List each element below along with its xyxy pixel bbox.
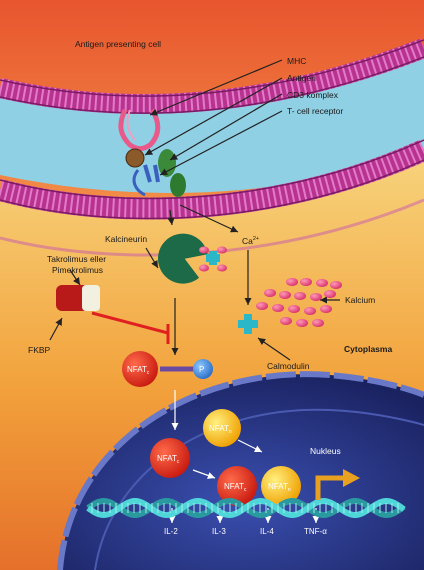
nfat-c-label-3: NFATc [224, 482, 247, 493]
pimekrolimus-label: Pimekrolimus [52, 265, 103, 275]
nfat-phosphorylated [122, 351, 213, 387]
nfat-n-label-1: NFATn [209, 424, 232, 435]
mhc-label: MHC [287, 56, 306, 66]
calcium-ion [330, 281, 342, 289]
calcium-ion [288, 305, 300, 313]
kalcineurin-shape [157, 233, 208, 284]
apc-label: Antigen presenting cell [75, 39, 161, 49]
calcium-ion [256, 302, 268, 310]
nfat-n-label-2: NFATn [268, 482, 291, 493]
takrolimus-label: Takrolimus eller [47, 254, 106, 264]
nfat-c-label-2: NFATc [157, 454, 180, 465]
calcium-ion [310, 293, 322, 301]
calcium-ion [304, 307, 316, 315]
phosphate-label: P [199, 365, 204, 374]
cytoplasma-label: Cytoplasma [344, 344, 392, 354]
calcium-ion [279, 291, 291, 299]
calcium-ion [294, 292, 306, 300]
cd3-label: CD3 komplex [287, 90, 339, 100]
fkbp-label: FKBP [28, 345, 51, 355]
calcium-ion [312, 319, 324, 327]
dna-strand [86, 497, 406, 519]
receptor-pointers [144, 59, 283, 176]
fkbp-drug [56, 285, 100, 311]
calmodulin-label: Calmodulin [267, 361, 310, 371]
calcium-ion [272, 304, 284, 312]
inhibition [91, 311, 170, 344]
signal-arrows [49, 204, 340, 361]
calcium-ion [320, 305, 332, 313]
calcium-ion [296, 319, 308, 327]
calmodulin-free [238, 314, 258, 334]
kalcineurin-label: Kalcineurin [105, 234, 147, 244]
nfat-c-label-1: NFATc [127, 365, 150, 376]
transcription-arrow [315, 475, 345, 500]
transcription-arrowhead [343, 469, 360, 487]
kalcium-label: Kalcium [345, 295, 375, 305]
calmodulin-bound [199, 246, 227, 272]
calcium-ion [264, 289, 276, 297]
calcium-ion [286, 278, 298, 286]
tnf-label: TNF-α [304, 527, 327, 536]
nukleus-label: Nukleus [310, 446, 341, 456]
il2-label: IL-2 [164, 527, 178, 536]
calcium-ion-label: Ca2+ [242, 236, 259, 246]
calcium-ion [300, 278, 312, 286]
calcium-ion [280, 317, 292, 325]
tcr-label: T- cell receptor [287, 106, 343, 116]
apc-membrane [0, 38, 424, 115]
calcium-ion [316, 279, 328, 287]
nfat-nuclear [150, 409, 301, 506]
calcium-cluster [256, 278, 342, 327]
il4-label: IL-4 [260, 527, 274, 536]
tcell-membrane [0, 139, 424, 220]
calcium-ion [324, 290, 336, 298]
dna-helix [86, 497, 406, 519]
il3-label: IL-3 [212, 527, 226, 536]
antigen-label: Antigen [287, 73, 316, 83]
